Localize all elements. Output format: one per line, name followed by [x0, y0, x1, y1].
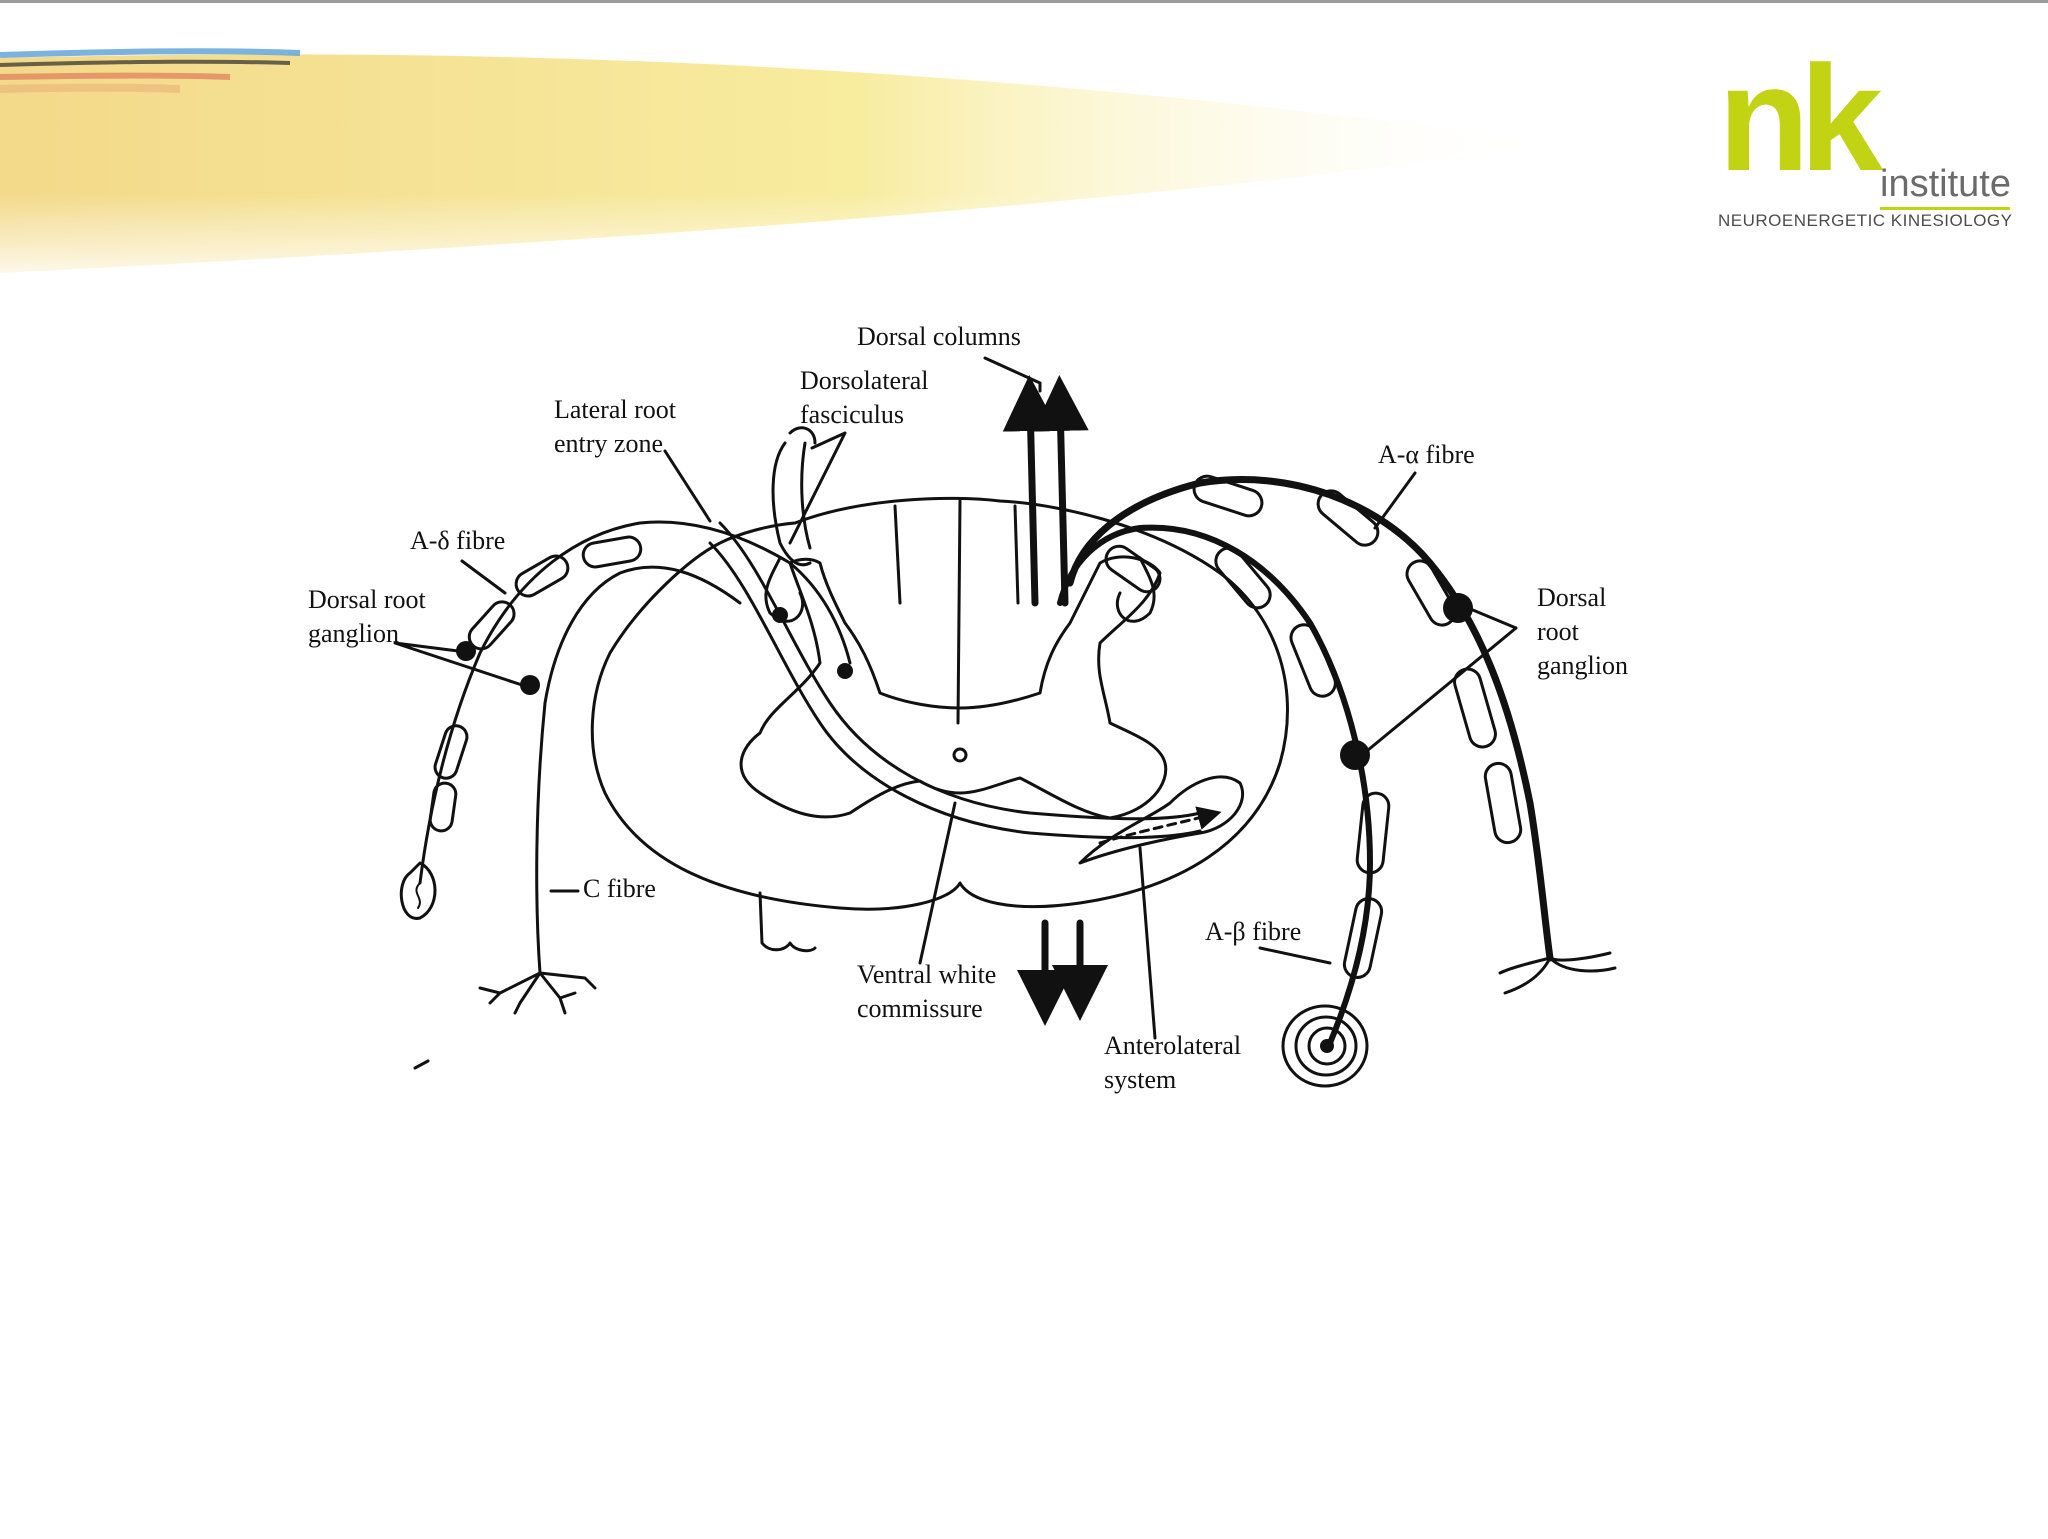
dorsal-column-right	[1013, 504, 1020, 605]
a-beta-receptor-corpuscle	[1281, 1004, 1369, 1088]
drg-right-dot-1	[1443, 593, 1473, 623]
leader-anterolateral	[1138, 846, 1157, 1040]
label-dorsolateral-line1: Dorsolateral	[800, 366, 929, 395]
logo-tagline: NEUROENERGETIC KINESIOLOGY	[1718, 211, 2013, 230]
stray-mark	[413, 1059, 430, 1070]
dorsal-horn-left	[764, 556, 805, 623]
label-lateral-root-line1: Lateral root	[554, 395, 676, 424]
dorsal-median-septum	[956, 499, 962, 725]
root-entry-dot-2	[837, 663, 853, 679]
leader-a-alpha	[1373, 471, 1417, 530]
a-alpha-motor-ending	[1498, 951, 1617, 995]
label-drg-right-line1: Dorsal	[1537, 583, 1607, 612]
ventral-root-left	[758, 891, 817, 953]
grey-matter	[739, 555, 1168, 820]
leader-a-beta	[1258, 946, 1332, 965]
a-delta-fibre	[418, 520, 852, 885]
leader-ventral-commissure	[918, 801, 957, 965]
anterolateral-arrow	[1098, 806, 1222, 845]
header-banner	[0, 48, 1700, 293]
crossing-fibre-1	[718, 521, 1202, 821]
label-drg-left-line2: ganglion	[308, 619, 399, 648]
label-lateral-root-line2: entry zone	[554, 429, 664, 458]
spinal-cord-diagram	[393, 356, 1617, 1088]
label-drg-right-line3: ganglion	[1537, 651, 1628, 680]
dorsal-column-left	[893, 504, 902, 605]
a-alpha-fibre	[1066, 476, 1554, 962]
label-ventral-commissure-line1: Ventral white	[857, 960, 997, 989]
leader-drg-left	[393, 641, 524, 687]
a-delta-terminal	[399, 861, 437, 920]
leader-dorsolateral	[788, 431, 847, 545]
spinal-cord-outline	[590, 496, 1289, 911]
label-anterolateral-line2: system	[1104, 1065, 1177, 1094]
dorsal-column-arrow-2	[1032, 375, 1089, 607]
label-ventral-commissure-line2: commissure	[857, 994, 983, 1023]
logo-word: institute	[1880, 163, 2011, 205]
a-beta-fibre	[1057, 524, 1373, 1046]
leader-lateral-root	[663, 449, 712, 523]
a-alpha-myelin-segments	[1192, 474, 1523, 845]
drg-left-dot-1	[456, 641, 476, 661]
label-dorsal-columns: Dorsal columns	[857, 322, 1021, 351]
leader-drg-right	[1360, 606, 1518, 757]
label-drg-right-line2: root	[1537, 617, 1579, 646]
label-a-alpha-fibre: A-α fibre	[1378, 440, 1475, 469]
drg-left-dot-2	[520, 675, 540, 695]
root-entry-dot-1	[772, 607, 788, 623]
label-a-delta-fibre: A-δ fibre	[410, 526, 506, 555]
dorsal-horn-right	[1115, 556, 1156, 623]
leader-a-delta	[460, 559, 507, 595]
dorsolateral-fasciculus-cap	[788, 426, 817, 445]
logo-rule	[1880, 207, 2010, 210]
dorsal-column-arrow-1	[1002, 375, 1059, 607]
label-drg-left-line1: Dorsal root	[308, 585, 426, 614]
central-canal	[952, 747, 968, 763]
crossing-fibre-2	[708, 541, 1202, 840]
c-fibre-endings	[478, 971, 597, 1015]
leader-dorsal-columns	[983, 356, 1042, 393]
label-c-fibre: C fibre	[583, 874, 656, 903]
label-anterolateral-line1: Anterolateral	[1104, 1031, 1242, 1060]
drg-right-dot-2	[1340, 740, 1370, 770]
label-a-beta-fibre: A-β fibre	[1205, 917, 1302, 946]
c-fibre	[535, 565, 742, 975]
logo-mark: nk	[1718, 34, 1883, 202]
dorsolateral-fasciculus-structure	[771, 441, 812, 567]
label-dorsolateral-line2: fasciculus	[800, 400, 904, 429]
nk-institute-logo: nk institute NEUROENERGETIC KINESIOLOGY	[1710, 43, 2013, 243]
a-beta-myelin-segments	[1104, 544, 1391, 979]
